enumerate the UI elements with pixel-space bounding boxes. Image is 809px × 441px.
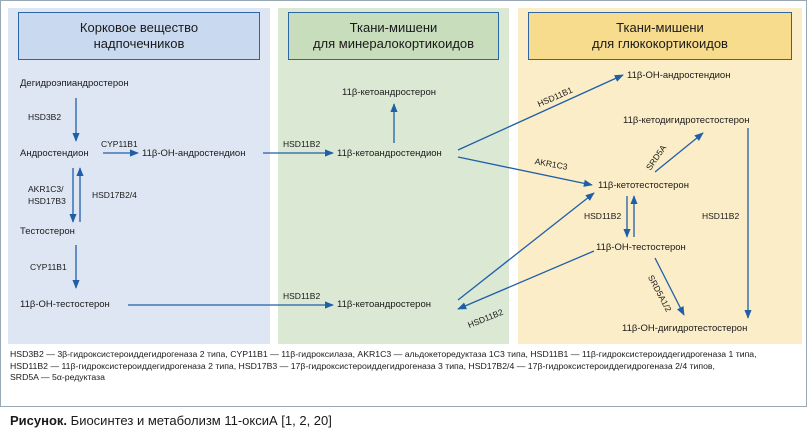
header-mineralo-line1: Ткани-мишени: [349, 20, 438, 35]
figure-frame: [0, 0, 807, 407]
header-mineralo-line2: для минералокортикоидов: [312, 36, 475, 51]
metabolite-11b-oh-androstenedione-adrenal: 11β-OH-андростендион: [142, 148, 246, 159]
header-adrenal-cortex: Корковое вещество надпочечников: [18, 12, 260, 60]
panel-mineralocorticoid-targets: [278, 8, 509, 344]
header-adrenal-line1: Корковое вещество: [79, 20, 199, 35]
panel-glucocorticoid-targets: [518, 8, 802, 344]
arrow-oht-target-to-keto-androsterone: [457, 250, 595, 310]
legend-line-3: SRD5A — 5α-редуктаза: [10, 372, 105, 382]
metabolite-11b-ketotestosterone: 11β-кетотестостерон: [598, 180, 689, 191]
enzyme-hsd11b2-right-left: HSD11B2: [584, 211, 622, 221]
enzyme-cyp11b1-bottom: CYP11B1: [30, 262, 67, 272]
enzyme-hsd11b2-mid: HSD11B2: [283, 139, 321, 149]
panel-adrenal-cortex: [8, 8, 270, 344]
legend-line-2: HSD11B2 — 11β-гидроксистероиддегидрогена…: [10, 360, 715, 371]
metabolite-11b-oh-testosterone-adrenal: 11β-OH-тестостерон: [20, 299, 110, 310]
metabolite-11b-ketoandrosterone-bottom: 11β-кетоандростерон: [337, 299, 431, 310]
enzyme-hsd11b2-right-right: HSD11B2: [702, 211, 740, 221]
figure-caption: Рисунок. Биосинтез и метаболизм 11-оксиА…: [10, 413, 332, 428]
header-adrenal-line2: надпочечников: [93, 36, 185, 51]
arrow-keto-testosterone-to-keto-dht: [654, 132, 704, 173]
metabolite-dhea: Дегидроэпиандростерон: [20, 78, 129, 89]
caption-label: Рисунок.: [10, 413, 68, 428]
arrow-oht-target-to-oh-dht: [654, 257, 685, 316]
arrow-keto-androstenedione-to-keto-testosterone: [457, 156, 593, 187]
metabolite-11b-ketoandrostenedione: 11β-кетоандростендион: [337, 148, 442, 159]
metabolite-11b-oh-dihydrotestosterone: 11β-OH-дигидротестостерон: [622, 323, 748, 334]
arrow-keto-androstenedione-to-ohad-target: [457, 74, 624, 151]
header-gluco-line1: Ткани-мишени: [616, 20, 704, 35]
enzyme-akr1c3-line1: AKR1C3/: [28, 184, 64, 194]
arrow-keto-androsterone-to-keto-testosterone: [457, 192, 595, 301]
metabolite-testosterone: Тестостерон: [20, 226, 75, 237]
metabolite-11b-ketodihydrotestosterone: 11β-кетодигидротестостерон: [623, 115, 750, 126]
metabolite-11b-oh-testosterone-target: 11β-OH-тестостерон: [596, 242, 686, 253]
metabolite-11b-ketoandrosterone-top: 11β-кетоандростерон: [342, 87, 436, 98]
enzyme-hsd17b2-4: HSD17B2/4: [92, 190, 137, 200]
legend-line-1: HSD3B2 — 3β-гидроксистероиддегидрогеназа…: [10, 349, 757, 359]
metabolite-11b-oh-androstenedione-target: 11β-OH-андростендион: [627, 70, 731, 81]
caption-text: Биосинтез и метаболизм 11-оксиА [1, 2, 2…: [67, 413, 332, 428]
header-gluco-line2: для глюкокортикоидов: [592, 36, 728, 51]
metabolite-androstenedione: Андростендион: [20, 148, 89, 159]
enzyme-cyp11b1-top: CYP11B1: [101, 139, 138, 149]
abbreviation-legend: HSD3B2 — 3β-гидроксистероиддегидрогеназа…: [10, 349, 800, 384]
header-glucocorticoid-targets: Ткани-мишени для глюкокортикоидов: [528, 12, 792, 60]
header-mineralocorticoid-targets: Ткани-мишени для минералокортикоидов: [288, 12, 499, 60]
enzyme-hsd3b2: HSD3B2: [28, 112, 62, 122]
enzyme-hsd17b3-line2: HSD17B3: [28, 196, 66, 206]
enzyme-hsd11b2-bottom: HSD11B2: [283, 291, 321, 301]
